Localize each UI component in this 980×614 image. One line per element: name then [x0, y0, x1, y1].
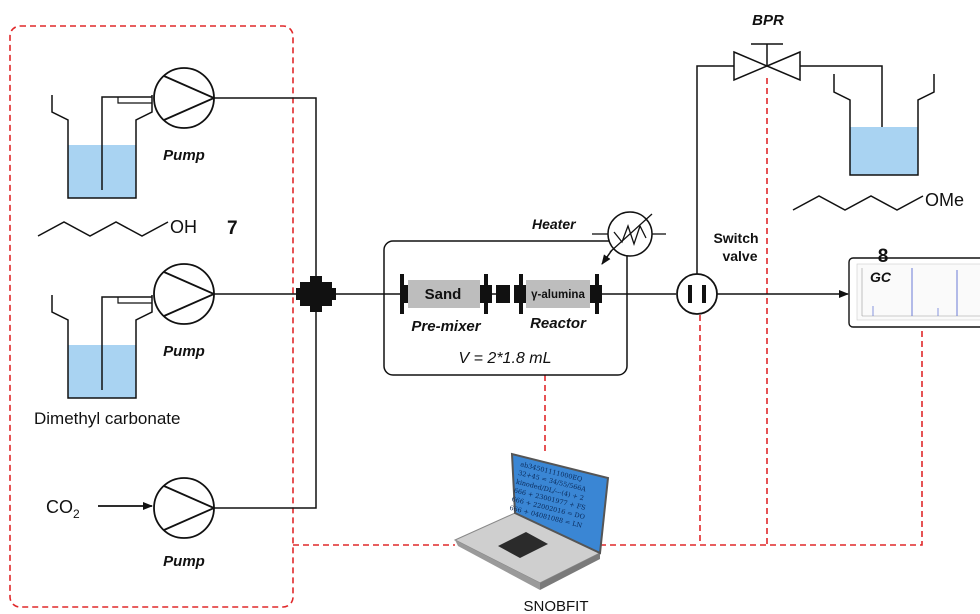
reactor-box: [383, 240, 628, 376]
laptop-icon: [453, 452, 610, 590]
reservoir-top: [51, 95, 153, 199]
feed-section-box: [9, 25, 294, 608]
pump-2-label: Pump: [163, 343, 205, 360]
reservoir-middle: [51, 295, 153, 399]
compound-8-number: 8: [878, 246, 889, 267]
gamma-alumina-label: γ-alumina: [531, 289, 585, 301]
switch-valve-label-1: Switch: [713, 230, 758, 246]
volume-label: V = 2*1.8 mL: [459, 350, 552, 367]
connector-1: [492, 285, 510, 303]
gc-instrument: [848, 257, 980, 328]
laptop-screen-text: ab34501111000EQ 32+45 = 34/55/566A kinod…: [509, 460, 587, 530]
heater-icon: [592, 211, 666, 265]
compound-8-chain: [792, 195, 924, 211]
compound-7-chain: [37, 221, 169, 237]
compound-7-group-label: OH: [170, 217, 197, 237]
collection-vessel: [833, 74, 935, 176]
gc-label: GC: [870, 269, 892, 285]
compound-7-number: 7: [227, 218, 238, 239]
switch-valve-icon: [676, 65, 849, 315]
control-network: [9, 25, 923, 608]
pre-mixer-label: Pre-mixer: [411, 318, 481, 335]
switch-valve-label-2: valve: [722, 248, 757, 264]
pump-1-label: Pump: [163, 147, 205, 164]
reactor-label: Reactor: [530, 315, 587, 332]
reactor-column: [514, 274, 602, 314]
pump-2: [153, 263, 217, 325]
bpr-valve-icon: [733, 43, 886, 156]
pump-3: [153, 477, 217, 539]
pump-1: [153, 67, 217, 129]
pre-mixer-column: [400, 274, 492, 314]
heater-label: Heater: [532, 216, 577, 232]
bpr-label: BPR: [752, 12, 784, 29]
pump-3-label: Pump: [163, 553, 205, 570]
sand-label: Sand: [425, 286, 462, 303]
dimethyl-carbonate-label: Dimethyl carbonate: [34, 409, 180, 428]
snobfit-label: SNOBFIT: [523, 598, 588, 614]
compound-8-group-label: OMe: [925, 190, 964, 210]
cross-mixer: [296, 276, 336, 312]
control-line-right: [600, 330, 923, 546]
co2-label: CO2: [46, 497, 80, 521]
